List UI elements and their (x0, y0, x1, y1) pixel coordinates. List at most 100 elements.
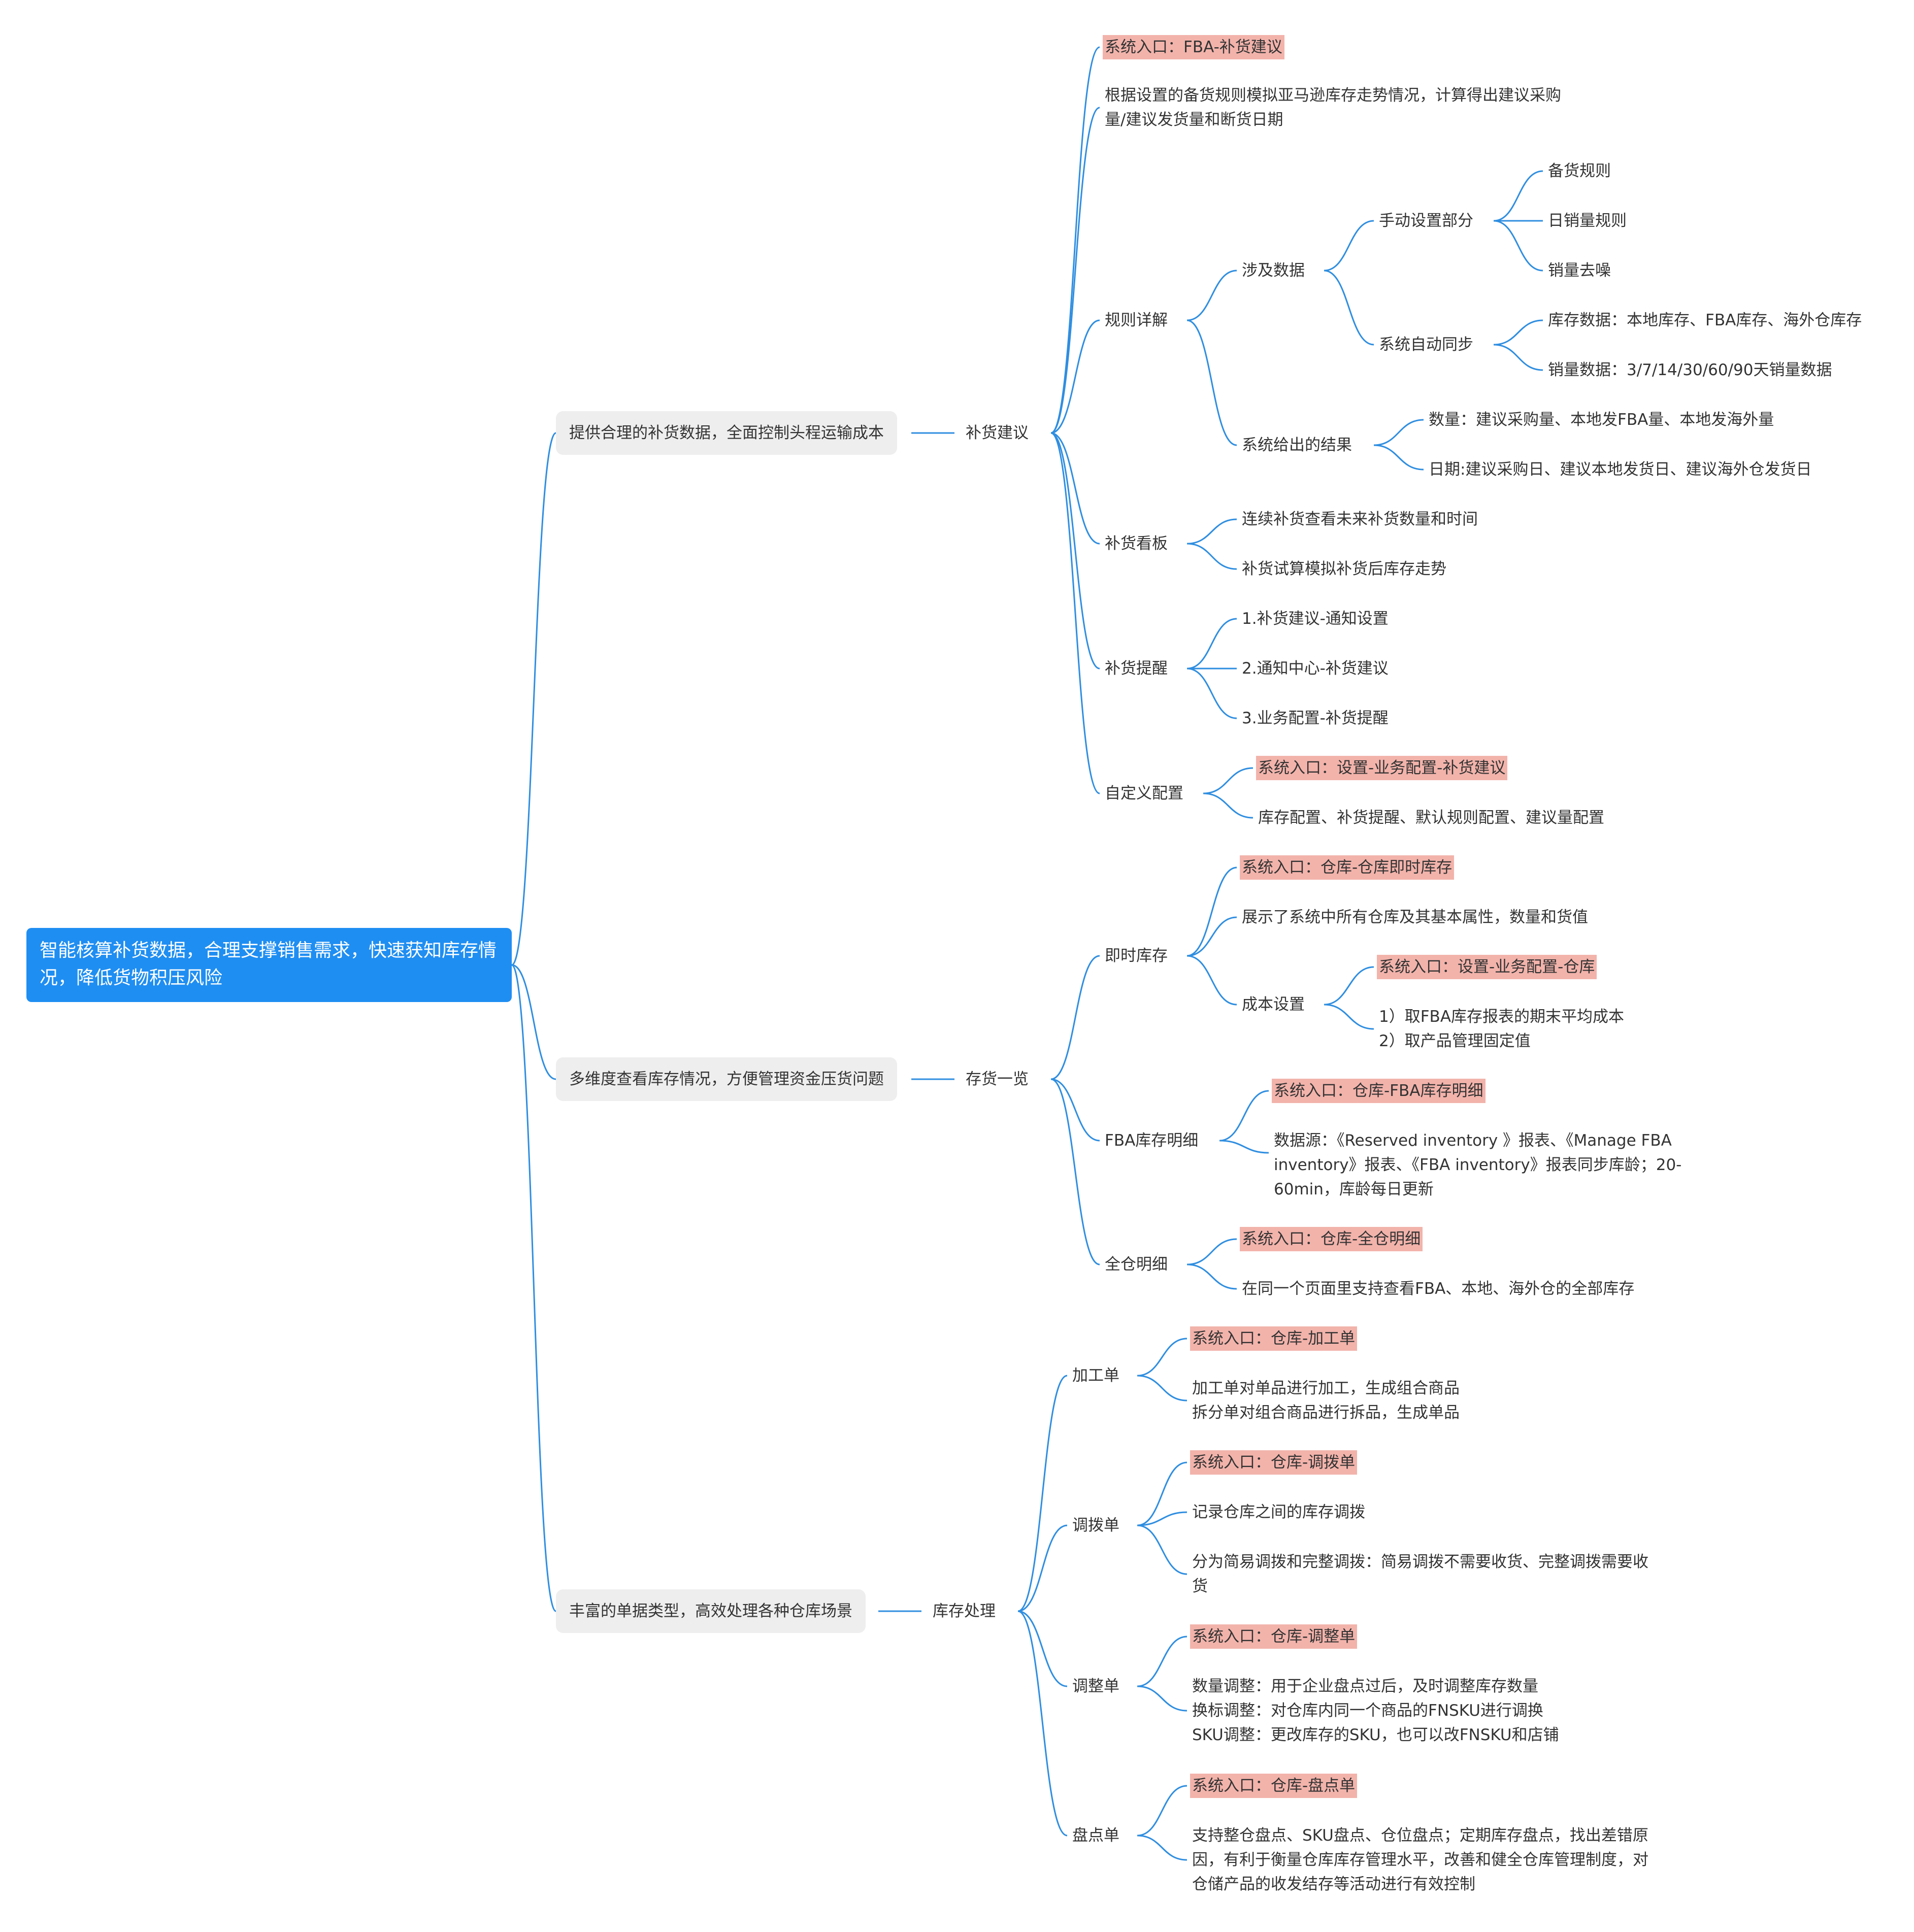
connector-realtime-1 (1186, 916, 1237, 957)
leaf-transfer-record[interactable]: 记录仓库之间的库存调拨 (1192, 1503, 1365, 1521)
leaf-stocktake-desc[interactable]: 支持整仓盘点、SKU盘点、仓位盘点；定期库存盘点，找出差错原因，有利于衡量仓库库… (1192, 1826, 1648, 1893)
entry-business-config-warehouse[interactable]: 系统入口：设置-业务配置-仓库 (1377, 955, 1597, 979)
leaf-warehouse-display[interactable]: 展示了系统中所有仓库及其基本属性，数量和货值 (1242, 908, 1588, 926)
connector-s0-3 (1050, 432, 1100, 545)
entry-warehouse-realtime[interactable]: 系统入口：仓库-仓库即时库存 (1240, 855, 1455, 880)
leaf-transfer-types[interactable]: 分为简易调拨和完整调拨：简易调拨不需要收货、完整调拨需要收货 (1192, 1553, 1648, 1595)
entry-warehouse-adjustment[interactable]: 系统入口：仓库-调整单 (1190, 1624, 1358, 1649)
entry-warehouse-processing[interactable]: 系统入口：仓库-加工单 (1190, 1326, 1358, 1351)
connector-all-0 (1186, 1238, 1237, 1265)
connector-board-0 (1186, 518, 1237, 545)
connector-all-1 (1186, 1263, 1237, 1290)
connector-root-section-2 (511, 964, 557, 1612)
connector-process-0 (1137, 1338, 1187, 1377)
connector-auto-0 (1493, 319, 1543, 346)
node-replenishment-board[interactable]: 补货看板 (1105, 535, 1168, 553)
topic-inventory-overview[interactable]: 存货一览 (966, 1070, 1029, 1088)
leaf-processing-desc[interactable]: 加工单对单品进行加工，生成组合商品 拆分单对组合商品进行拆品，生成单品 (1192, 1379, 1460, 1422)
connector-s2-1 (1017, 1524, 1068, 1612)
node-realtime-inventory[interactable]: 即时库存 (1105, 947, 1168, 965)
node-involved-data[interactable]: 涉及数据 (1242, 261, 1305, 280)
connector-s1-0 (1050, 955, 1100, 1080)
node-replenishment-reminder[interactable]: 补货提醒 (1105, 659, 1168, 678)
node-manual-settings[interactable]: 手动设置部分 (1379, 212, 1473, 230)
connector-process-1 (1137, 1375, 1187, 1402)
leaf-sales-data[interactable]: 销量数据：3/7/14/30/60/90天销量数据 (1548, 361, 1832, 379)
connector-s1-2 (1050, 1078, 1100, 1265)
connector-board-1 (1186, 543, 1237, 570)
entry-business-config-replenishment[interactable]: 系统入口：设置-业务配置-补货建议 (1256, 756, 1508, 780)
connector-cost-1 (1324, 1004, 1374, 1030)
connector-adjust-0 (1137, 1636, 1187, 1687)
leaf-replenishment-trial[interactable]: 补货试算模拟补货后库存走势 (1242, 560, 1446, 578)
connector-reminder-0 (1186, 618, 1237, 670)
connector-realtime-2 (1186, 955, 1237, 1006)
connector-s0-4 (1050, 432, 1100, 670)
connector-custom-1 (1203, 792, 1253, 819)
connector-s0-5 (1050, 432, 1100, 794)
topic-inventory-handling[interactable]: 库存处理 (933, 1602, 996, 1620)
node-processing-order[interactable]: 加工单 (1072, 1367, 1119, 1385)
connector-s0-2 (1050, 319, 1100, 434)
leaf-all-warehouse-view[interactable]: 在同一个页面里支持查看FBA、本地、海外仓的全部库存 (1242, 1280, 1635, 1298)
node-cost-settings[interactable]: 成本设置 (1242, 995, 1305, 1014)
leaf-result-dates[interactable]: 日期:建议采购日、建议本地发货日、建议海外仓发货日 (1429, 460, 1812, 479)
connector-s2-2 (1017, 1610, 1068, 1687)
section-inventory-processing[interactable]: 丰富的单据类型，高效处理各种仓库场景 (556, 1589, 866, 1633)
leaf-stock-rule[interactable]: 备货规则 (1548, 162, 1611, 180)
leaf-continuous-replenishment[interactable]: 连续补货查看未来补货数量和时间 (1242, 510, 1478, 528)
entry-fba-replenishment[interactable]: 系统入口：FBA-补货建议 (1103, 35, 1284, 59)
entry-warehouse-stocktake[interactable]: 系统入口：仓库-盘点单 (1190, 1774, 1358, 1798)
node-simulation-desc[interactable]: 根据设置的备货规则模拟亚马逊库存走势情况，计算得出建议采购量/建议发货量和断货日… (1105, 86, 1561, 129)
connector-results-0 (1373, 419, 1424, 446)
leaf-reminder-2[interactable]: 2.通知中心-补货建议 (1242, 659, 1389, 678)
connector-s2-3 (1017, 1610, 1068, 1837)
connector-root-section-0 (511, 432, 556, 966)
connector-data-manual (1324, 220, 1374, 272)
connector-custom-0 (1203, 767, 1253, 794)
node-rule-details[interactable]: 规则详解 (1105, 311, 1168, 329)
root-topic[interactable]: 智能核算补货数据，合理支撑销售需求，快速获知库存情况，降低货物积压风险 (26, 928, 512, 1002)
node-system-results[interactable]: 系统给出的结果 (1242, 436, 1352, 454)
leaf-fba-data-source[interactable]: 数据源：《Reserved inventory 》报表、《Manage FBA … (1274, 1131, 1682, 1198)
connector-transfer-2 (1137, 1524, 1187, 1575)
node-custom-config[interactable]: 自定义配置 (1105, 784, 1183, 803)
connector-transfer-0 (1137, 1461, 1187, 1526)
leaf-result-quantity[interactable]: 数量：建议采购量、本地发FBA量、本地发海外量 (1429, 411, 1774, 429)
leaf-sales-denoise[interactable]: 销量去噪 (1548, 261, 1611, 280)
node-all-warehouse-detail[interactable]: 全仓明细 (1105, 1255, 1168, 1274)
node-fba-inventory-detail[interactable]: FBA库存明细 (1105, 1131, 1199, 1150)
leaf-adjustment-types[interactable]: 数量调整：用于企业盘点过后，及时调整库存数量 换标调整：对仓库内同一个商品的FN… (1192, 1677, 1559, 1744)
connector-transfer-1 (1137, 1511, 1187, 1526)
leaf-cost-methods[interactable]: 1）取FBA库存报表的期末平均成本 2）取产品管理固定值 (1379, 1008, 1625, 1050)
leaf-reminder-3[interactable]: 3.业务配置-补货提醒 (1242, 709, 1389, 727)
connector-rules-data (1186, 270, 1237, 321)
leaf-daily-sales-rule[interactable]: 日销量规则 (1548, 212, 1627, 230)
connector-stocktake-1 (1137, 1835, 1187, 1861)
leaf-reminder-1[interactable]: 1.补货建议-通知设置 (1242, 610, 1389, 628)
section-replenishment[interactable]: 提供合理的补货数据，全面控制头程运输成本 (556, 411, 897, 455)
connector-reminder-2 (1186, 668, 1237, 719)
connector-rules-results (1186, 319, 1237, 446)
connector-stocktake-0 (1137, 1785, 1187, 1837)
connector-manual-2 (1493, 220, 1543, 272)
node-auto-sync[interactable]: 系统自动同步 (1379, 336, 1473, 354)
connector-manual-0 (1493, 170, 1543, 222)
connector-realtime-0 (1186, 867, 1237, 957)
connector-data-auto (1324, 270, 1374, 346)
entry-warehouse-all-detail[interactable]: 系统入口：仓库-全仓明细 (1240, 1227, 1423, 1251)
connector-cost-0 (1324, 966, 1374, 1006)
topic-replenishment-advice[interactable]: 补货建议 (966, 424, 1029, 442)
node-stocktake-order[interactable]: 盘点单 (1072, 1826, 1119, 1845)
section-inventory-view[interactable]: 多维度查看库存情况，方便管理资金压货问题 (556, 1057, 897, 1101)
node-transfer-order[interactable]: 调拨单 (1072, 1516, 1119, 1535)
leaf-inventory-data[interactable]: 库存数据：本地库存、FBA库存、海外仓库存 (1548, 311, 1862, 329)
connector-adjust-1 (1137, 1685, 1187, 1712)
entry-warehouse-fba-detail[interactable]: 系统入口：仓库-FBA库存明细 (1272, 1079, 1486, 1103)
leaf-config-items[interactable]: 库存配置、补货提醒、默认规则配置、建议量配置 (1258, 809, 1604, 827)
connector-fba-1 (1219, 1140, 1269, 1154)
node-adjustment-order[interactable]: 调整单 (1072, 1677, 1119, 1695)
connector-fba-0 (1219, 1090, 1269, 1142)
connector-s1-1 (1050, 1078, 1100, 1142)
entry-warehouse-transfer[interactable]: 系统入口：仓库-调拨单 (1190, 1450, 1358, 1475)
